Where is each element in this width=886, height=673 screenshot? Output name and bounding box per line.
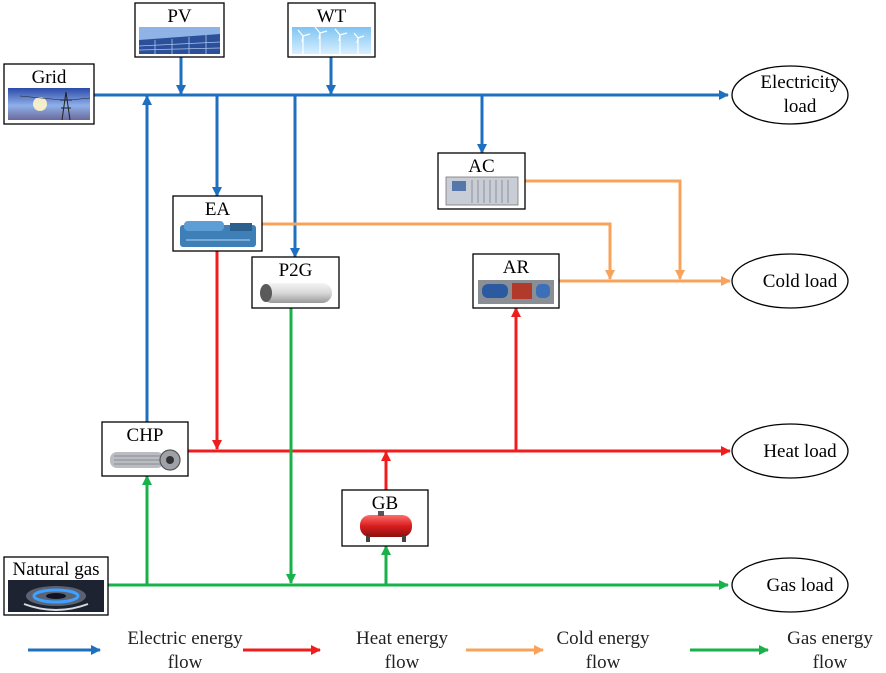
legend: Electric energy flow Heat energy flow Co… bbox=[28, 628, 873, 673]
legend-cold-line2: flow bbox=[586, 652, 621, 673]
absorption-refrigerator-icon bbox=[478, 280, 554, 304]
legend-gas-line2: flow bbox=[813, 652, 848, 673]
solar-panel-icon bbox=[138, 27, 221, 54]
pv-label: PV bbox=[167, 6, 192, 27]
wind-turbine-icon bbox=[292, 26, 371, 54]
chp-label: CHP bbox=[127, 425, 164, 446]
device-ac: AC bbox=[437, 152, 526, 210]
load-electricity: Electricity load bbox=[731, 65, 849, 125]
wt-label: WT bbox=[317, 6, 347, 27]
device-ea: EA bbox=[172, 195, 263, 252]
legend-electric-line2: flow bbox=[168, 652, 203, 673]
device-ar: AR bbox=[472, 253, 560, 309]
cold-load-label: Cold load bbox=[763, 271, 838, 292]
device-chp: CHP bbox=[101, 421, 189, 477]
legend-gas-line1: Gas energy bbox=[787, 628, 873, 649]
power-grid-icon bbox=[8, 88, 91, 121]
device-wt: WT bbox=[287, 2, 376, 58]
electricity-load-line2: load bbox=[784, 96, 817, 117]
legend-cold-line1: Cold energy bbox=[556, 628, 650, 649]
legend-gas: Gas energy flow bbox=[690, 628, 873, 673]
legend-heat: Heat energy flow bbox=[243, 628, 448, 673]
load-cold: Cold load bbox=[731, 253, 849, 309]
electricity-load-line1: Electricity bbox=[760, 72, 840, 93]
gas-tank-icon bbox=[260, 283, 332, 303]
legend-heat-line1: Heat energy bbox=[356, 628, 448, 649]
gas-load-label: Gas load bbox=[766, 575, 834, 596]
cold-flows bbox=[262, 179, 731, 286]
device-gb: GB bbox=[341, 489, 429, 547]
heat-load-label: Heat load bbox=[763, 441, 837, 462]
device-pv: PV bbox=[134, 2, 225, 58]
ea-label: EA bbox=[205, 199, 231, 220]
device-natural-gas: Natural gas bbox=[3, 556, 109, 616]
air-conditioner-icon bbox=[445, 176, 519, 206]
device-p2g: P2G bbox=[251, 256, 340, 309]
grid-label: Grid bbox=[32, 67, 67, 88]
gb-label: GB bbox=[372, 493, 398, 514]
legend-heat-line2: flow bbox=[385, 652, 420, 673]
gas-flows bbox=[108, 308, 729, 590]
natural-gas-label: Natural gas bbox=[12, 559, 99, 580]
device-grid: Grid bbox=[3, 63, 95, 125]
heat-flows bbox=[188, 251, 731, 490]
p2g-label: P2G bbox=[279, 260, 313, 281]
ac-label: AC bbox=[468, 156, 494, 177]
turbine-engine-icon bbox=[110, 449, 181, 471]
ar-label: AR bbox=[503, 257, 530, 278]
load-heat: Heat load bbox=[731, 423, 849, 479]
electric-flows bbox=[94, 57, 729, 422]
legend-electric-line1: Electric energy bbox=[127, 628, 243, 649]
gas-flame-icon bbox=[8, 580, 104, 612]
legend-electric: Electric energy flow bbox=[28, 628, 243, 673]
electric-chiller-icon bbox=[180, 221, 256, 247]
gas-boiler-icon bbox=[360, 511, 412, 542]
cold-flow-ac bbox=[525, 179, 685, 280]
cold-flow-ea bbox=[262, 222, 615, 280]
legend-cold: Cold energy flow bbox=[466, 628, 650, 673]
load-gas: Gas load bbox=[731, 557, 849, 613]
